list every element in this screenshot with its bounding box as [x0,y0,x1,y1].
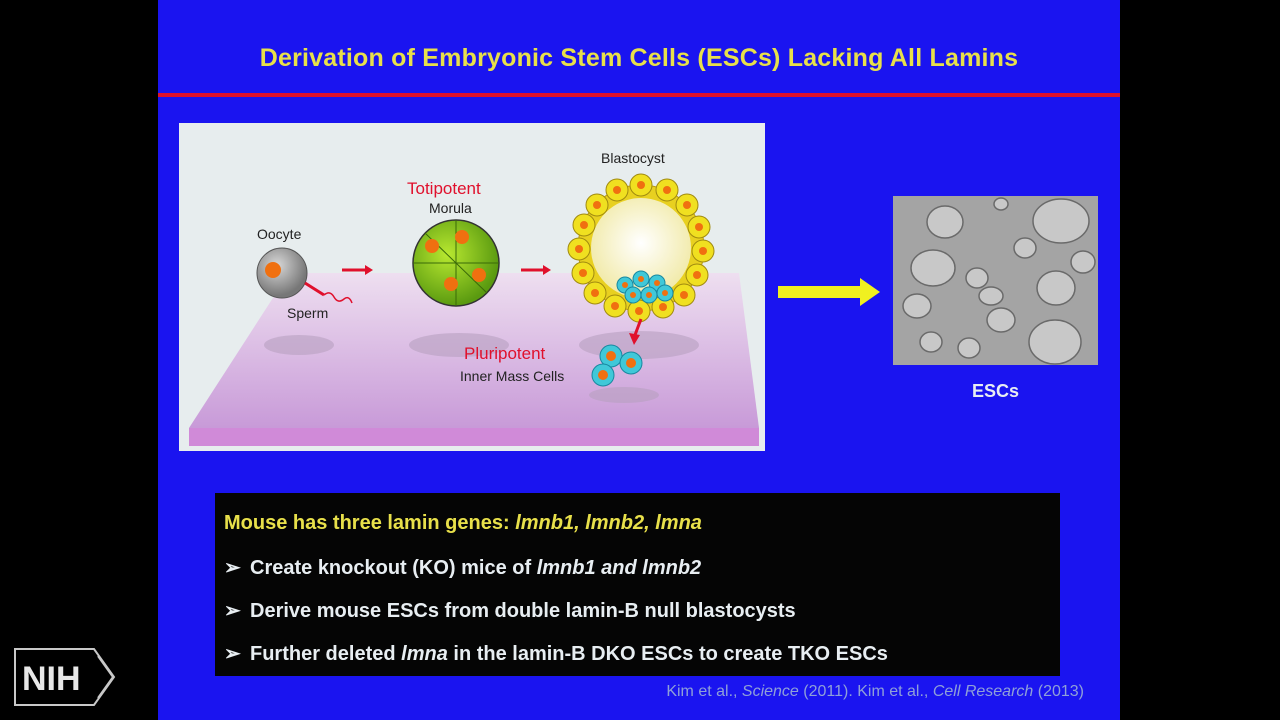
esc-label: ESCs [971,381,1020,401]
citation-journal: Science [741,683,799,700]
label-oocyte: Oocyte [257,226,302,242]
bullet-item: ➢ Derive mouse ESCs from double lamin-B n… [224,598,796,623]
bullet-arrow-icon: ➢ [224,600,241,622]
esc-colonies-micrograph [893,196,1098,365]
bullet-2-text: Derive mouse ESCs from double lamin-B nu… [250,600,796,622]
bullet-3-suffix: in the lamin-B DKO ESCs to create TKO ES… [447,643,888,665]
slide-title: Derivation of Embryonic Stem Cells (ESCs… [259,44,1019,72]
heading-genes: lmnb1, lmnb2, lmna [515,512,702,534]
citation-part: (2011). Kim et al., [798,683,933,700]
label-inner-mass-cells: Inner Mass Cells [460,368,565,384]
title-divider [158,93,1120,97]
citation: Kim et al., Science (2011). Kim et al., … [666,683,1084,701]
citation-part: (2013) [1033,683,1084,700]
bullet-3-prefix: Further deleted [250,643,402,665]
bullet-item: ➢ Create knockout (KO) mice of lmnb1 and … [224,555,701,580]
nih-logo-text: NIH [22,660,81,698]
diagram-illustration [189,173,759,446]
summary-textbox: Mouse has three lamin genes: lmnb1, lmnb… [215,493,1060,676]
bullet-3-gene: lmna [401,643,448,665]
embryo-development-diagram: Oocyte Sperm Totipotent Morula Blastocys… [179,123,765,451]
bullet-item: ➢ Further deleted lmna in the lamin-B DKO… [224,641,888,666]
esc-colonies-image [893,196,1098,365]
yellow-arrow-icon [778,278,880,306]
heading-prefix: Mouse has three lamin genes: [224,512,516,534]
citation-journal: Cell Research [932,683,1034,700]
label-morula: Morula [429,200,472,216]
label-blastocyst: Blastocyst [601,150,665,166]
nih-logo: NIH [14,648,116,706]
slide: Derivation of Embryonic Stem Cells (ESCs… [158,0,1120,720]
bullet-arrow-icon: ➢ [224,643,241,665]
bullet-arrow-icon: ➢ [224,557,241,579]
bullet-1-text: Create knockout (KO) mice of [250,557,537,579]
bullet-1-genes: lmnb1 and lmnb2 [536,557,702,579]
label-totipotent: Totipotent [407,179,481,198]
citation-part: Kim et al., [666,683,742,700]
summary-heading: Mouse has three lamin genes: lmnb1, lmnb… [224,512,702,535]
label-pluripotent: Pluripotent [464,344,546,363]
label-sperm: Sperm [287,305,329,321]
